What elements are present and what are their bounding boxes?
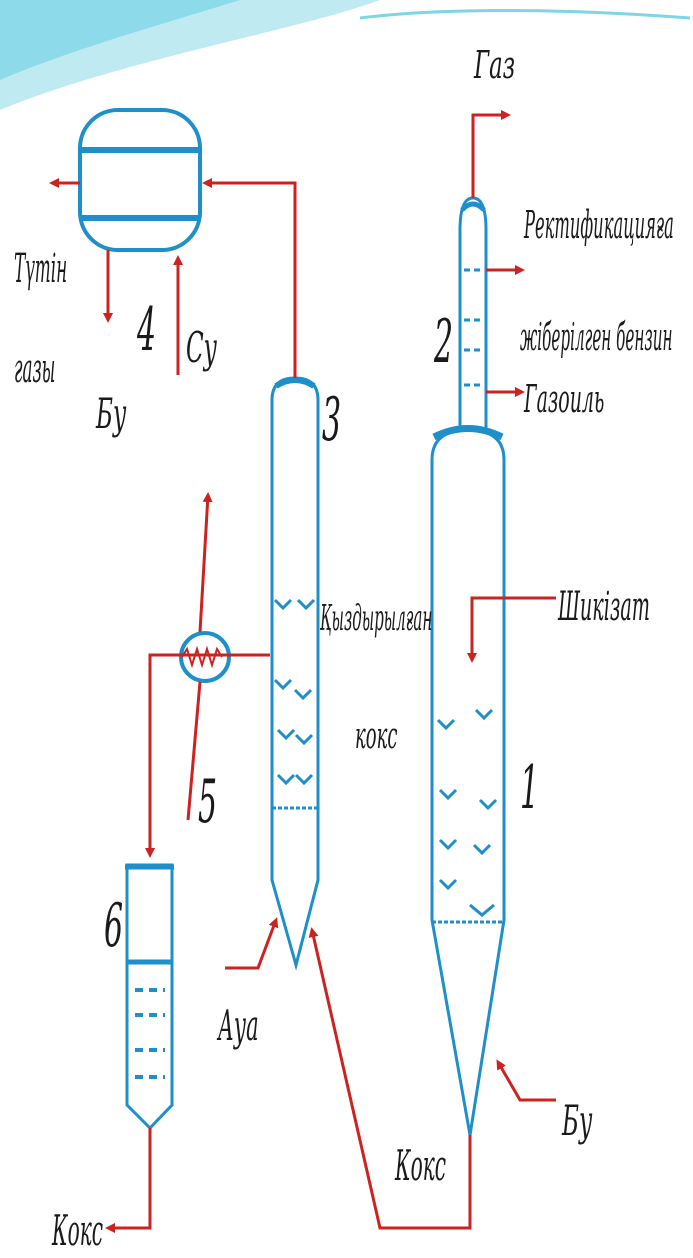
stream-gas: [471, 110, 511, 198]
label-num-5: 5: [198, 768, 217, 838]
stream-feedstock: [467, 596, 556, 663]
label-gas: Газ: [473, 44, 515, 88]
vessel-6-collector: [125, 863, 174, 1131]
label-num-4: 4: [136, 296, 156, 366]
label-num-2: 2: [433, 308, 453, 378]
stream-coke-out: [105, 1128, 152, 1233]
label-steam-bottom: Бу: [561, 1097, 592, 1145]
stream-air: [225, 917, 279, 970]
label-rectification-1: Ректификацияға: [523, 203, 673, 247]
label-flue-gas-1: Түтін: [14, 247, 67, 293]
label-steam-boiler: Бу: [95, 390, 126, 438]
label-num-6: 6: [104, 892, 123, 962]
label-water: Су: [186, 324, 217, 372]
stream-exchanger-out: [198, 492, 213, 633]
label-heated-coke-1: Қыздырылған: [319, 596, 432, 639]
label-num-1: 1: [520, 754, 539, 824]
vessel-5-heat-exchanger: [179, 631, 231, 683]
stream-flue-to-boiler: [202, 178, 297, 378]
vessel-3-regenerator: [270, 376, 320, 971]
decorative-banner: [0, 0, 691, 110]
label-air: Ауа: [217, 1001, 259, 1050]
label-gasoil: Газоиль: [523, 378, 604, 422]
label-coke-bottom: Кокс: [51, 1205, 103, 1255]
label-num-3: 3: [322, 386, 341, 456]
vessel-4-boiler: [78, 108, 202, 252]
stream-heated-coke: [145, 653, 270, 858]
stream-coke-transfer: [308, 927, 472, 1230]
label-heated-coke-2: кокс: [355, 715, 397, 757]
label-flue-gas-2: газы: [14, 347, 55, 393]
stream-exchanger-in: [186, 681, 202, 821]
label-coke-center: Кокс: [394, 1140, 446, 1190]
process-streams: [49, 110, 556, 1233]
label-feedstock: Шикізат: [557, 584, 650, 630]
stream-steam-reactor: [496, 1059, 556, 1102]
vessel-2-fractionator: [458, 196, 488, 452]
vessel-1-reactor: [430, 425, 506, 1136]
label-rectification-2: жіберілген бензин: [520, 315, 672, 360]
labels: Газ Ректификацияға жіберілген бензин Газ…: [14, 44, 674, 1255]
